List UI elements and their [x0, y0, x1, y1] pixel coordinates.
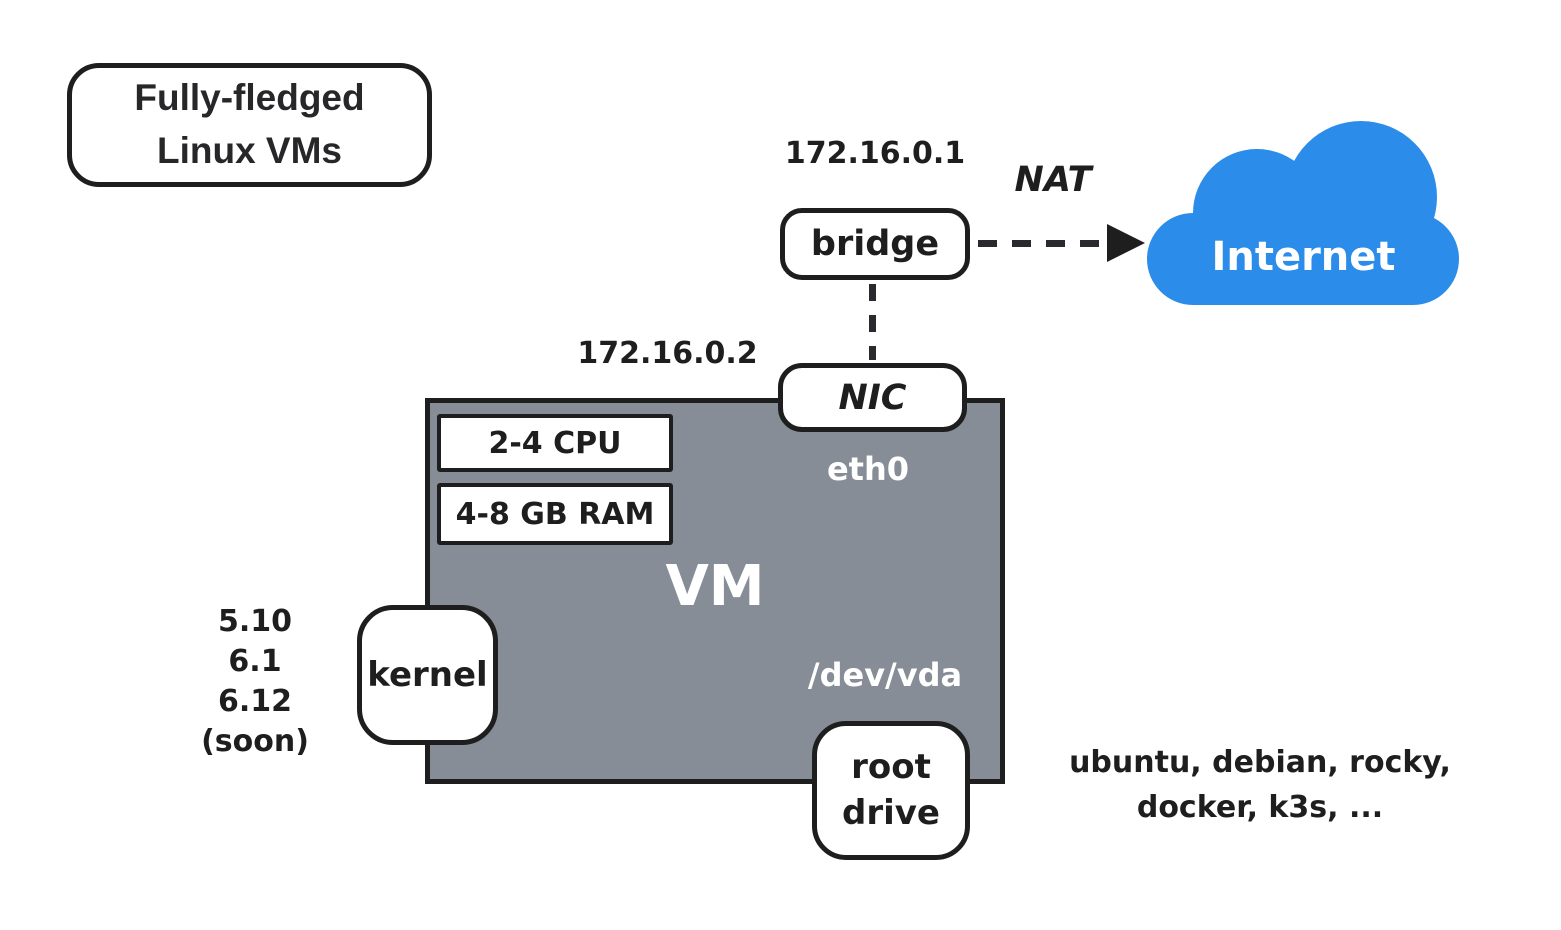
root-device-label: /dev/vda	[807, 656, 963, 694]
root-drive-box: root drive	[812, 721, 970, 860]
kernel-box: kernel	[357, 605, 498, 745]
kernel-version-item: 6.1	[228, 644, 282, 679]
title-box: Fully-fledged Linux VMs	[67, 63, 432, 187]
internet-label: Internet	[1211, 234, 1396, 280]
bridge-nic-dashed-line	[869, 284, 876, 360]
title-line-2: Linux VMs	[156, 130, 343, 171]
ram-label: 4-8 GB RAM	[455, 496, 655, 532]
nic-label: NIC	[838, 377, 907, 418]
nat-label: NAT	[1014, 160, 1092, 200]
kernel-versions: 5.10 6.1 6.12 (soon)	[185, 602, 325, 762]
cpu-label: 2-4 CPU	[488, 425, 622, 461]
distros-label: ubuntu, debian, rocky, docker, k3s, ...	[1050, 740, 1470, 830]
bridge-label: bridge	[810, 224, 940, 264]
title-line-1: Fully-fledged	[134, 77, 365, 119]
eth0-label: eth0	[826, 450, 910, 488]
kernel-version-item: 5.10	[217, 604, 293, 639]
nic-ip-label: 172.16.0.2	[577, 336, 758, 371]
kernel-label: kernel	[367, 655, 488, 695]
vm-label: VM	[665, 554, 765, 619]
cpu-box: 2-4 CPU	[437, 414, 673, 472]
bridge-box: bridge	[780, 208, 970, 280]
distros-line-1: ubuntu, debian, rocky,	[1069, 745, 1451, 780]
distros-line-2: docker, k3s, ...	[1136, 790, 1384, 825]
kernel-version-item: (soon)	[201, 724, 309, 759]
cloud-icon	[1147, 121, 1459, 305]
root-drive-line-1: root	[851, 746, 931, 787]
kernel-version-item: 6.12	[217, 684, 293, 719]
arrowhead-icon	[1107, 224, 1145, 262]
nic-box: NIC	[778, 363, 967, 432]
bridge-ip-label: 172.16.0.1	[784, 136, 966, 171]
nat-dashed-line	[978, 240, 1106, 247]
root-drive-line-2: drive	[842, 792, 940, 833]
ram-box: 4-8 GB RAM	[437, 483, 673, 545]
